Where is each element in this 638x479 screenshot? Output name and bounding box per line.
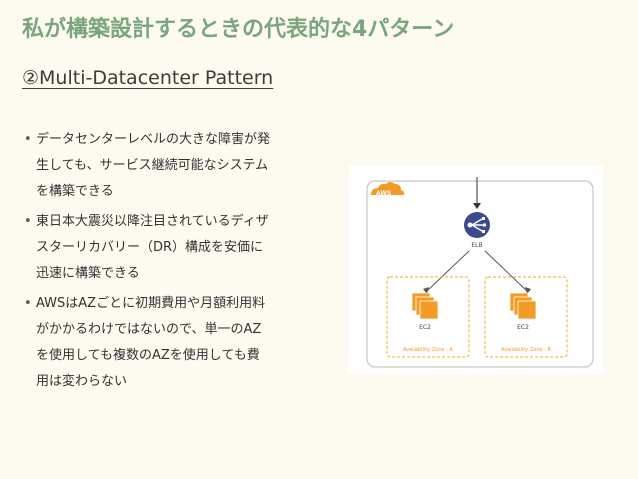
bullet-item: • データセンターレベルの大きな障害が発 生しても、サービス継続可能なシステム … <box>22 127 332 205</box>
bullet-line: がかかるわけではないので、単一のAZ <box>36 322 262 337</box>
zone-label-b: Availability Zone - B <box>501 347 552 353</box>
bullet-marker: • <box>24 214 32 229</box>
aws-cloud-boundary <box>366 180 594 368</box>
aws-cloud-icon: AWS <box>371 182 405 197</box>
availability-zone-a <box>386 276 470 358</box>
bullet-list: • データセンターレベルの大きな障害が発 生しても、サービス継続可能なシステム … <box>22 127 332 399</box>
bullet-line: 東日本大震災以降注目されているディザ <box>36 214 269 229</box>
bullet-marker: • <box>24 132 32 147</box>
bullet-marker: • <box>24 296 32 311</box>
elb-label: ELB <box>471 242 482 249</box>
ec2-icon <box>509 292 537 320</box>
bullet-line: 生しても、サービス継続可能なシステム <box>36 158 269 173</box>
arrowhead-zone-a <box>423 287 429 294</box>
availability-zone-b <box>484 276 568 358</box>
arrow-to-zone-b <box>484 250 528 292</box>
ec2-label-a: EC2 <box>419 324 431 331</box>
elb-icon <box>464 212 490 238</box>
ec2-label-b: EC2 <box>517 324 529 331</box>
page-subtitle: ②Multi-Datacenter Pattern <box>22 67 274 89</box>
bullet-line: スターリカバリー（DR）構成を安価に <box>36 240 264 255</box>
arrowhead-zone-b <box>525 287 531 294</box>
incoming-arrowhead <box>473 203 481 209</box>
bullet-item: • AWSはAZごとに初期費用や月額利用料 がかかるわけではないので、単一のAZ… <box>22 291 332 395</box>
bullet-line: 用は変わらない <box>36 374 128 389</box>
zone-label-a: Availability Zone - A <box>403 347 454 353</box>
arrow-to-zone-a <box>426 250 470 292</box>
diagram-svg: AWS ELB <box>366 177 594 368</box>
ec2-icon <box>411 292 439 320</box>
bullet-line: データセンターレベルの大きな障害が発 <box>36 132 271 147</box>
bullet-line: を構築できる <box>36 184 114 199</box>
bullet-line: を使用しても複数のAZを使用しても費 <box>36 348 260 363</box>
architecture-diagram: AWS ELB <box>349 165 603 373</box>
bullet-line: 迅速に構築できる <box>36 266 140 281</box>
aws-cloud-label: AWS <box>376 190 391 197</box>
bullet-item: • 東日本大震災以降注目されているディザ スターリカバリー（DR）構成を安価に … <box>22 209 332 287</box>
page-title: 私が構築設計するときの代表的な4パターン <box>22 17 455 42</box>
bullet-line: AWSはAZごとに初期費用や月額利用料 <box>36 296 266 311</box>
